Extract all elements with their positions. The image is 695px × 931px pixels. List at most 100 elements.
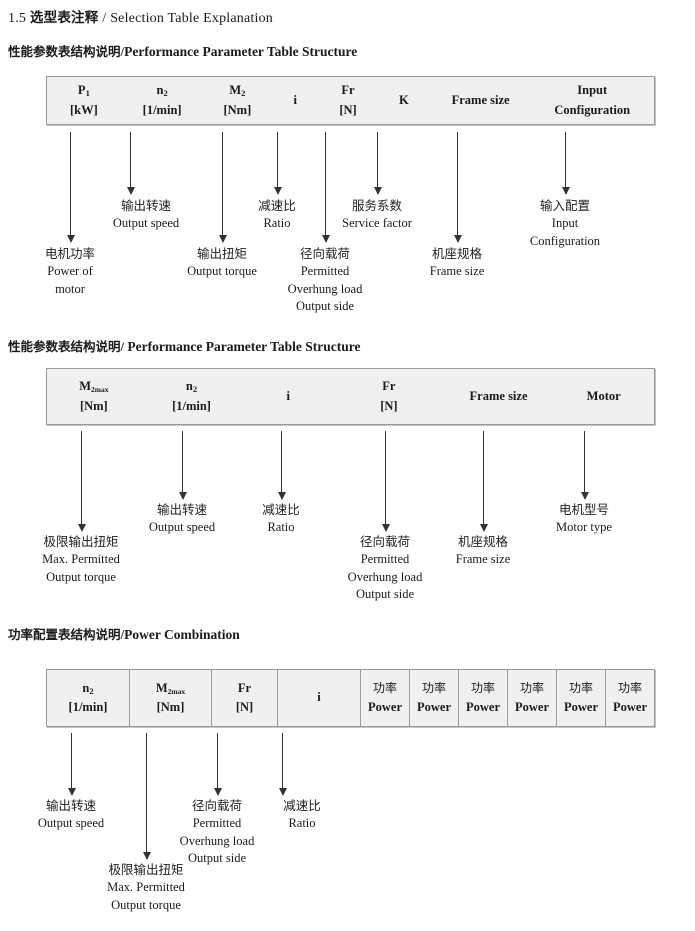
table-2-col-fr-line1: Fr — [382, 379, 396, 394]
table-1-col-n2-line2: [1/min] — [142, 102, 182, 117]
table-3-col-power-6-en: Power — [612, 699, 647, 714]
table-2-col-m2max-line2: [Nm] — [79, 398, 108, 413]
table-1-column-input-configuration: Input Configuration — [530, 77, 654, 124]
table-3-col-power-2-cn: 功率 — [421, 681, 446, 696]
note-overhung-load-en-3-2: Output side — [356, 587, 414, 602]
section-1-heading-english: Performance Parameter Table Structure — [124, 44, 358, 59]
table-2-column-i: i — [242, 369, 334, 424]
table-3-col-n2-line2: [1/min] — [68, 700, 108, 714]
table-1-column-k: K — [377, 77, 431, 124]
note-output-speed-en-1: Output speed — [112, 215, 180, 230]
table-2-column-m2max: M2max [Nm] — [47, 369, 141, 424]
table-3-col-power-3-en: Power — [465, 699, 500, 714]
arrow-to-max-permitted-output-torque-2 — [77, 431, 86, 532]
note-service-factor: 服务系数 Service factor — [342, 197, 412, 233]
table-1-col-frame-size-line1: Frame size — [451, 92, 510, 107]
arrow-to-output-speed-2 — [178, 431, 187, 500]
note-motor-type-en-1-2: Motor type — [556, 519, 612, 534]
note-max-torque-cn-2: 极限输出扭矩 — [43, 534, 119, 549]
table-3-col-fr-line1: Fr — [237, 680, 252, 695]
table-3-column-m2max: M2max [Nm] — [129, 670, 211, 726]
table-3-column-n2: n2 [1/min] — [47, 670, 129, 726]
note-max-torque-en-2-3: Output torque — [111, 897, 181, 912]
table-2-col-n2-line1: n2 — [185, 379, 198, 395]
note-overhung-load-en-1-3: Permitted — [192, 815, 242, 830]
table-2-col-n2-line2: [1/min] — [172, 398, 211, 413]
table-2-column-frame-size: Frame size — [444, 369, 554, 424]
table-3-column-i: i — [277, 670, 360, 726]
table-3-column-power-2: 功率 Power — [409, 670, 458, 726]
table-1-col-m2-line2: [Nm] — [223, 102, 252, 117]
note-ratio-2: 减速比 Ratio — [262, 501, 300, 537]
table-2-col-motor-line1: Motor — [586, 388, 621, 403]
table-3-column-power-6: 功率 Power — [605, 670, 654, 726]
note-permitted-overhung-load-2: 径向载荷 Permitted Overhung load Output side — [348, 533, 423, 604]
page-title-chinese: 选型表注释 — [29, 10, 99, 26]
note-max-torque-en-2-2: Output torque — [46, 569, 116, 584]
page-title: 1.5 选型表注释 / Selection Table Explanation — [8, 6, 273, 27]
section-3-heading-separator: / — [120, 627, 125, 642]
note-ratio-cn: 减速比 — [258, 198, 296, 213]
table-1-col-input-config-line1: Input — [577, 83, 608, 98]
arrow-to-power-of-motor — [66, 132, 75, 243]
arrow-to-max-permitted-output-torque-3 — [142, 733, 151, 860]
section-2-heading-chinese: 性能参数表结构说明 — [8, 339, 121, 354]
table-1-column-n2: n2 [1/min] — [121, 77, 204, 124]
table-3-col-power-1-cn: 功率 — [372, 681, 397, 696]
note-max-torque-en-1-2: Max. Permitted — [42, 551, 120, 566]
note-max-torque-en-1-3: Max. Permitted — [107, 879, 185, 894]
arrow-to-ratio-3 — [278, 733, 287, 796]
arrow-to-output-speed-3 — [67, 733, 76, 796]
note-frame-size-cn-2: 机座规格 — [457, 534, 508, 549]
section-1-heading: 性能参数表结构说明/Performance Parameter Table St… — [8, 41, 357, 60]
note-output-speed-en-1-3: Output speed — [37, 815, 105, 830]
table-1-col-k-line1: K — [398, 92, 409, 107]
table-1-col-fr-line2: [N] — [339, 102, 357, 117]
table-3-col-power-2-en: Power — [416, 699, 451, 714]
arrow-to-permitted-overhung-load-2 — [381, 431, 390, 532]
note-overhung-load-en-1-2: Permitted — [360, 551, 410, 566]
note-ratio-en-1: Ratio — [263, 215, 291, 230]
section-1-heading-chinese: 性能参数表结构说明 — [8, 44, 121, 59]
note-ratio-en-1-2: Ratio — [267, 519, 295, 534]
arrow-to-permitted-overhung-load-3 — [213, 733, 222, 796]
table-3-col-fr-line2: [N] — [235, 700, 254, 714]
section-2-heading-separator: / — [120, 339, 125, 354]
performance-parameter-table-1: P1 [kW] n2 [1/min] M2 [Nm] i Fr [N] K Fr… — [46, 76, 655, 125]
note-motor-type-cn-2: 电机型号 — [558, 502, 609, 517]
note-ratio: 减速比 Ratio — [258, 197, 296, 233]
note-output-speed: 输出转速 Output speed — [113, 197, 179, 233]
table-3-col-power-6-cn: 功率 — [617, 681, 642, 696]
arrow-to-ratio-2 — [277, 431, 286, 500]
section-3-heading: 功率配置表结构说明/Power Combination — [8, 624, 240, 643]
section-2-heading: 性能参数表结构说明/ Performance Parameter Table S… — [8, 336, 360, 355]
note-max-permitted-output-torque-2: 极限输出扭矩 Max. Permitted Output torque — [42, 533, 120, 586]
section-3-heading-chinese: 功率配置表结构说明 — [8, 627, 121, 642]
page-title-number: 1.5 — [8, 11, 27, 26]
table-1-column-m2: M2 [Nm] — [203, 77, 271, 124]
note-frame-size-en-1: Frame size — [429, 263, 485, 278]
table-3-col-power-5-en: Power — [563, 699, 598, 714]
table-2-column-motor: Motor — [553, 369, 654, 424]
table-3-col-power-5-cn: 功率 — [568, 681, 593, 696]
arrow-to-service-factor — [373, 132, 382, 195]
note-output-speed-cn: 输出转速 — [120, 198, 171, 213]
arrow-to-output-speed — [126, 132, 135, 195]
arrow-to-frame-size-2 — [479, 431, 488, 532]
note-power-of-motor-cn: 电机功率 — [44, 246, 96, 261]
note-input-configuration-en-1: Input — [551, 215, 579, 230]
table-1-col-i-line1: i — [293, 92, 297, 107]
note-power-of-motor-en-2: motor — [55, 281, 85, 296]
table-3-column-fr: Fr [N] — [211, 670, 277, 726]
table-1-column-fr: Fr [N] — [319, 77, 377, 124]
note-overhung-load-cn-2: 径向载荷 — [359, 534, 411, 549]
note-service-factor-en-1: Service factor — [342, 215, 412, 230]
arrow-to-input-configuration — [561, 132, 570, 195]
note-output-speed-en-1-2: Output speed — [148, 519, 216, 534]
note-frame-size: 机座规格 Frame size — [430, 245, 485, 281]
note-ratio-3: 减速比 Ratio — [283, 797, 321, 833]
section-2-heading-english: Performance Parameter Table Structure — [127, 339, 361, 354]
note-permitted-overhung-load: 径向载荷 Permitted Overhung load Output side — [288, 245, 363, 316]
table-2-column-fr: Fr [N] — [334, 369, 444, 424]
arrow-to-ratio — [273, 132, 282, 195]
